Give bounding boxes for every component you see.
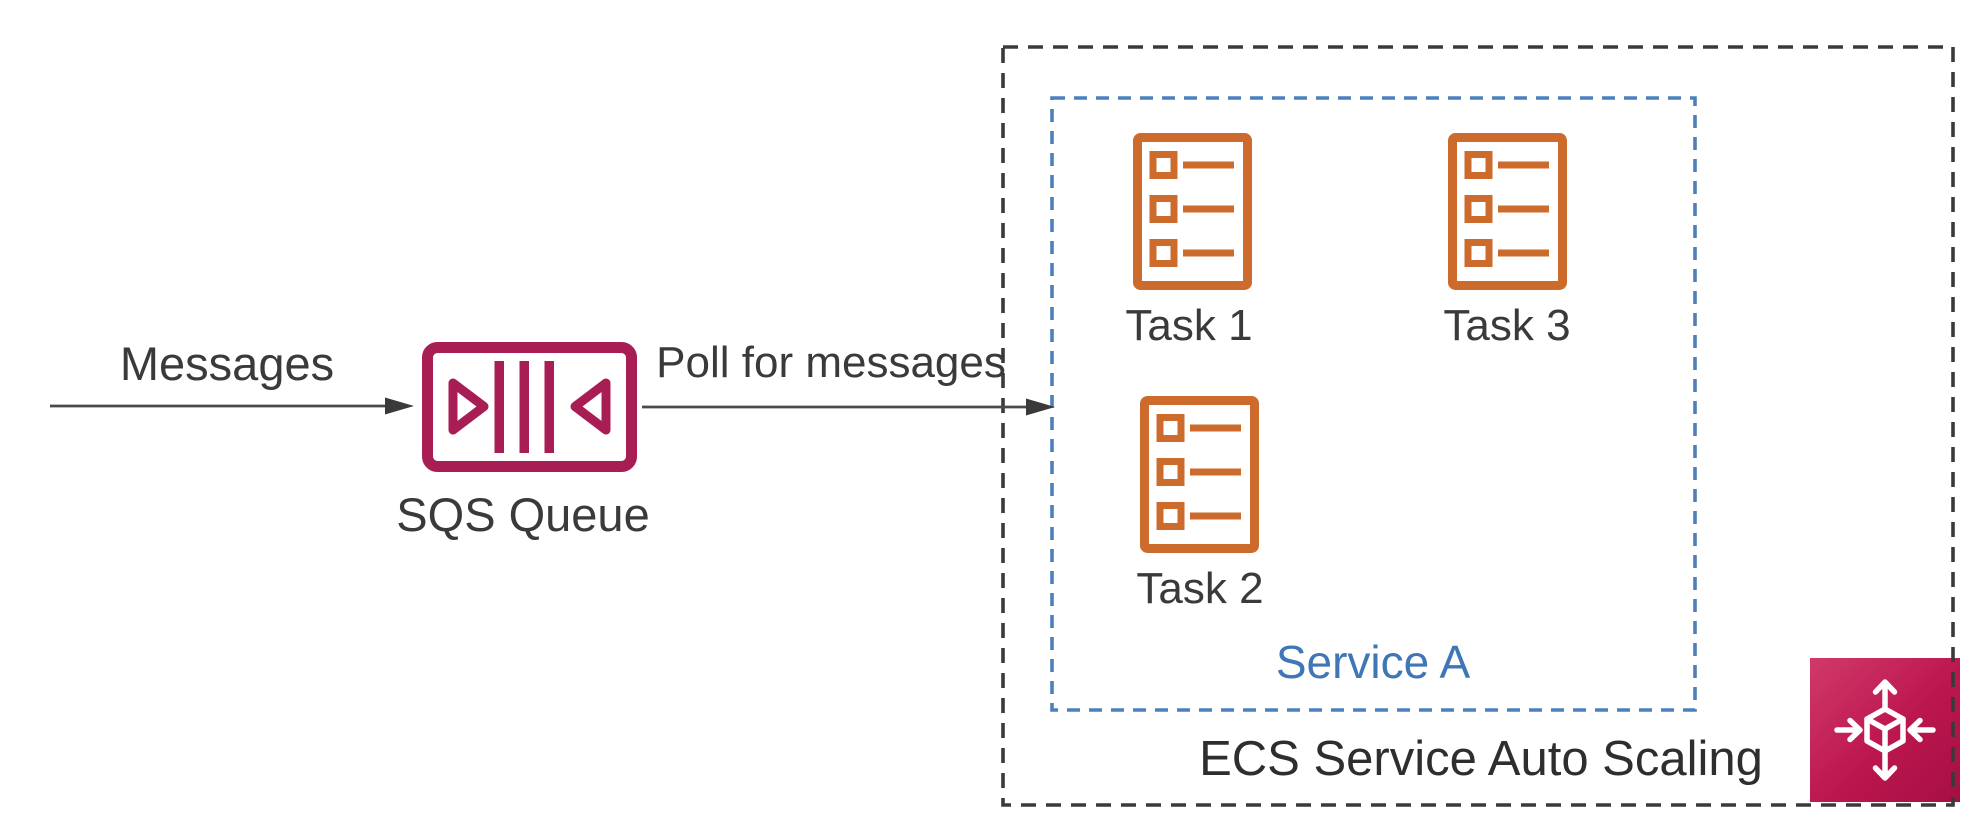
task-list-icon: [1140, 396, 1259, 553]
sqs-queue-icon: [422, 342, 637, 472]
auto-scaling-icon: [1810, 658, 1960, 802]
auto-scaling-icon-art: [1810, 658, 1960, 802]
task-1-label: Task 1: [1125, 301, 1253, 350]
ecs-auto-scaling-label: ECS Service Auto Scaling: [1199, 732, 1763, 786]
poll-arrow: [642, 398, 1055, 416]
poll-arrow-label: Poll for messages: [656, 338, 1006, 387]
service-a-label: Service A: [1275, 636, 1471, 688]
task-3-label: Task 3: [1443, 301, 1571, 350]
sqs-queue-icon-art: [422, 342, 637, 472]
messages-arrow: [50, 397, 414, 415]
arrowhead-icon: [1026, 398, 1055, 416]
messages-arrow-label: Messages: [119, 337, 335, 390]
ecs-task-icon-3: [1448, 133, 1567, 290]
ecs-task-icon-2: [1140, 396, 1259, 553]
task-list-icon: [1448, 133, 1567, 290]
arrowhead-icon: [385, 397, 414, 415]
ecs-task-icon-1: [1133, 133, 1252, 290]
sqs-queue-label: SQS Queue: [396, 488, 650, 541]
task-list-icon: [1133, 133, 1252, 290]
task-2-label: Task 2: [1136, 564, 1264, 613]
